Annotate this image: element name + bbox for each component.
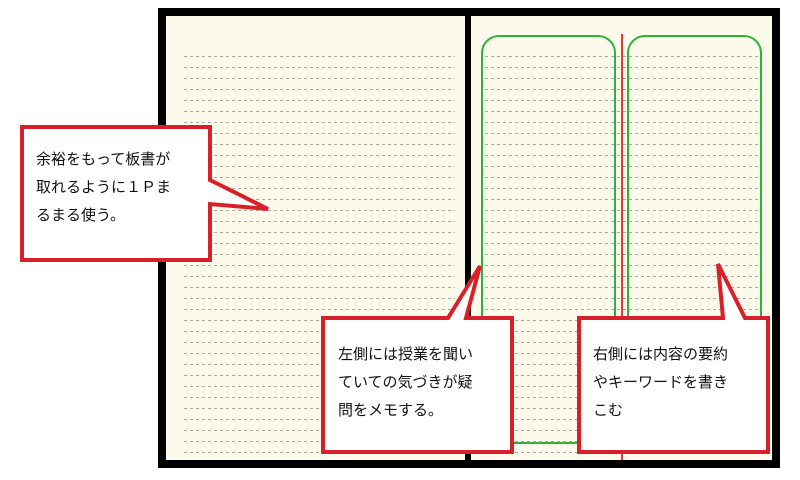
center-divider-line	[621, 34, 623, 460]
callout-left-page-text: 余裕をもって板書が 取れるように１Ｐま るまる使う。	[36, 150, 172, 224]
left-column-box	[481, 35, 616, 444]
callout-left-column-text: 左側には授業を聞い ていての気づきが疑 問をメモする。	[338, 345, 474, 419]
callout-left-column	[321, 264, 514, 454]
callout-left-page	[20, 125, 269, 262]
callout-right-column-text: 右側には内容の要約 やキーワードを書き こむ	[593, 345, 729, 419]
callout-right-column	[577, 263, 770, 454]
